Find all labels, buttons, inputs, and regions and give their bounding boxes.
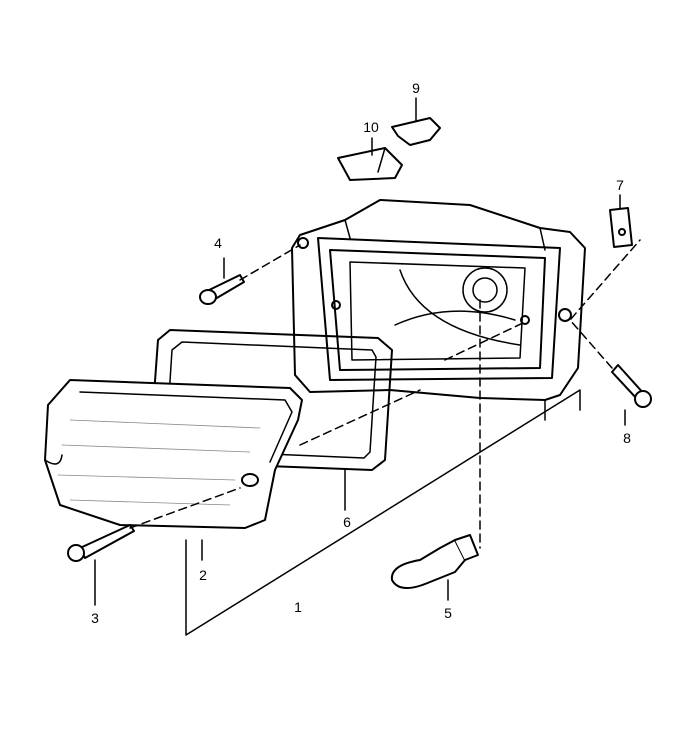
screw-4 bbox=[199, 274, 245, 305]
callout-1: 1 bbox=[294, 599, 302, 615]
nut-7 bbox=[609, 207, 633, 248]
callout-4: 4 bbox=[214, 235, 222, 251]
part-10 bbox=[337, 147, 403, 181]
callout-8: 8 bbox=[623, 430, 631, 446]
callout-9: 9 bbox=[412, 80, 420, 96]
leader-lines bbox=[94, 97, 641, 636]
lamp-housing bbox=[291, 199, 586, 401]
callout-7: 7 bbox=[616, 177, 624, 193]
callout-3: 3 bbox=[91, 610, 99, 626]
clip-9 bbox=[391, 117, 441, 146]
callout-10: 10 bbox=[363, 119, 379, 135]
gasket bbox=[149, 329, 393, 471]
callout-2: 2 bbox=[199, 567, 207, 583]
bulb-5 bbox=[390, 534, 479, 589]
screw-8 bbox=[611, 364, 652, 408]
callout-5: 5 bbox=[444, 605, 452, 621]
callout-6: 6 bbox=[343, 514, 351, 530]
lens bbox=[44, 379, 303, 529]
screw-3 bbox=[67, 524, 135, 562]
